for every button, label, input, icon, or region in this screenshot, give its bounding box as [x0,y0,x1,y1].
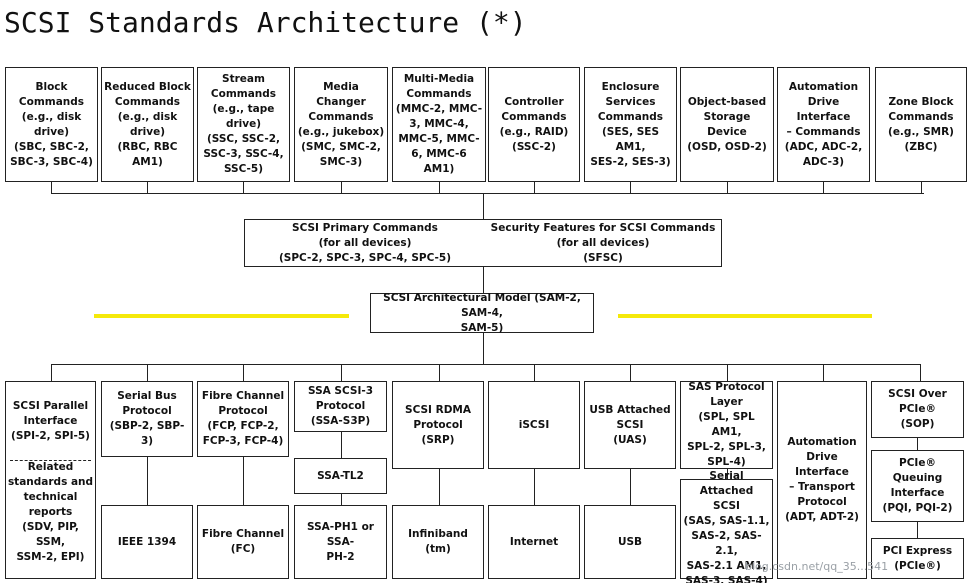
connector [823,364,824,381]
fibre-channel-protocol-box: Fibre Channel Protocol (FCP, FCP-2, FCP-… [197,381,289,457]
connector [630,364,631,381]
connector [147,364,148,381]
connector [920,364,921,381]
iscsi-box: iSCSI [488,381,580,469]
media-changer-commands-box: Media Changer Commands (e.g., jukebox) (… [294,67,388,182]
internet-box: Internet [488,505,580,579]
sfsc-label: Security Features for SCSI Commands (for… [490,221,716,264]
connector [534,364,535,381]
connector [439,181,440,194]
reduced-block-commands-box: Reduced Block Commands (e.g., disk drive… [101,67,194,182]
usb-attached-scsi-box: USB Attached SCSI (UAS) [584,381,676,469]
primary-commands-box: SCSI Primary Commands (for all devices) … [244,219,722,267]
connector [51,181,52,194]
enclosure-services-commands-box: Enclosure Services Commands (SES, SES AM… [584,67,677,182]
connector [341,493,342,506]
connector [727,181,728,194]
scsi-parallel-interface-box: SCSI Parallel Interface (SPI-2, SPI-5) R… [5,381,96,579]
scsi-over-pcie-box: SCSI Over PCIe® (SOP) [871,381,964,438]
automation-drive-interface-commands-box: Automation Drive Interface – Commands (A… [777,67,870,182]
connector [921,181,922,194]
connector [51,364,920,365]
scsi-rdma-protocol-box: SCSI RDMA Protocol (SRP) [392,381,484,469]
connector [243,181,244,194]
connector [534,468,535,506]
multi-media-commands-box: Multi-Media Commands (MMC-2, MMC- 3, MMC… [392,67,486,182]
connector [243,364,244,381]
connector [341,431,342,459]
connector [439,364,440,381]
zone-block-commands-box: Zone Block Commands (e.g., SMR) (ZBC) [875,67,967,182]
usb-box: USB [584,505,676,579]
connector [630,181,631,194]
connector [917,437,918,451]
connector [727,468,728,480]
spc-label: SCSI Primary Commands (for all devices) … [278,221,451,264]
connector [483,193,484,365]
connector [147,456,148,506]
fibre-channel-box: Fibre Channel (FC) [197,505,289,579]
connector [147,181,148,194]
connector [534,181,535,194]
connector [630,468,631,506]
sas-protocol-layer-box: SAS Protocol Layer (SPL, SPL AM1, SPL-2,… [680,381,773,469]
yellow-highlight-line-left [94,314,349,318]
connector [243,456,244,506]
architectural-model-box: SCSI Architectural Model (SAM-2, SAM-4, … [370,292,594,334]
watermark: blog.csdn.net/qq_35...541 [745,560,889,573]
block-commands-box: Block Commands (e.g., disk drive) (SBC, … [5,67,98,182]
serial-attached-scsi-box: Serial Attached SCSI (SAS, SAS-1.1, SAS-… [680,470,773,583]
pcie-queuing-interface-box: PCIe® Queuing Interface (PQI, PQI-2) [871,450,964,522]
controller-commands-box: Controller Commands (e.g., RAID) (SSC-2) [488,67,580,182]
serial-bus-protocol-box: Serial Bus Protocol (SBP-2, SBP-3) [101,381,193,457]
page-title: SCSI Standards Architecture (*) [4,6,527,39]
ssa-s3p-box: SSA SCSI-3 Protocol (SSA-S3P) [294,381,387,432]
connector [823,181,824,194]
ssa-tl2-box: SSA-TL2 [294,458,387,494]
related-standards-label: Related standards and technical reports … [7,460,94,563]
connector [341,364,342,381]
dashed-divider [10,460,91,461]
connector [51,364,52,381]
connector [439,468,440,506]
connector [341,181,342,194]
infiniband-box: Infiniband (tm) [392,505,484,579]
automation-drive-interface-transport-box: Automation Drive Interface – Transport P… [777,381,867,579]
connector [917,521,918,539]
pci-express-box: PCI Express (PCIe®) [871,538,964,579]
stream-commands-box: Stream Commands (e.g., tape drive) (SSC,… [197,67,290,182]
connector [51,193,924,194]
object-based-storage-device-box: Object-based Storage Device (OSD, OSD-2) [680,67,774,182]
spi-label: SCSI Parallel Interface (SPI-2, SPI-5) [11,399,90,442]
connector [727,364,728,381]
ssa-ph1-box: SSA-PH1 or SSA- PH-2 [294,505,387,579]
ieee-1394-box: IEEE 1394 [101,505,193,579]
yellow-highlight-line-right [618,314,872,318]
